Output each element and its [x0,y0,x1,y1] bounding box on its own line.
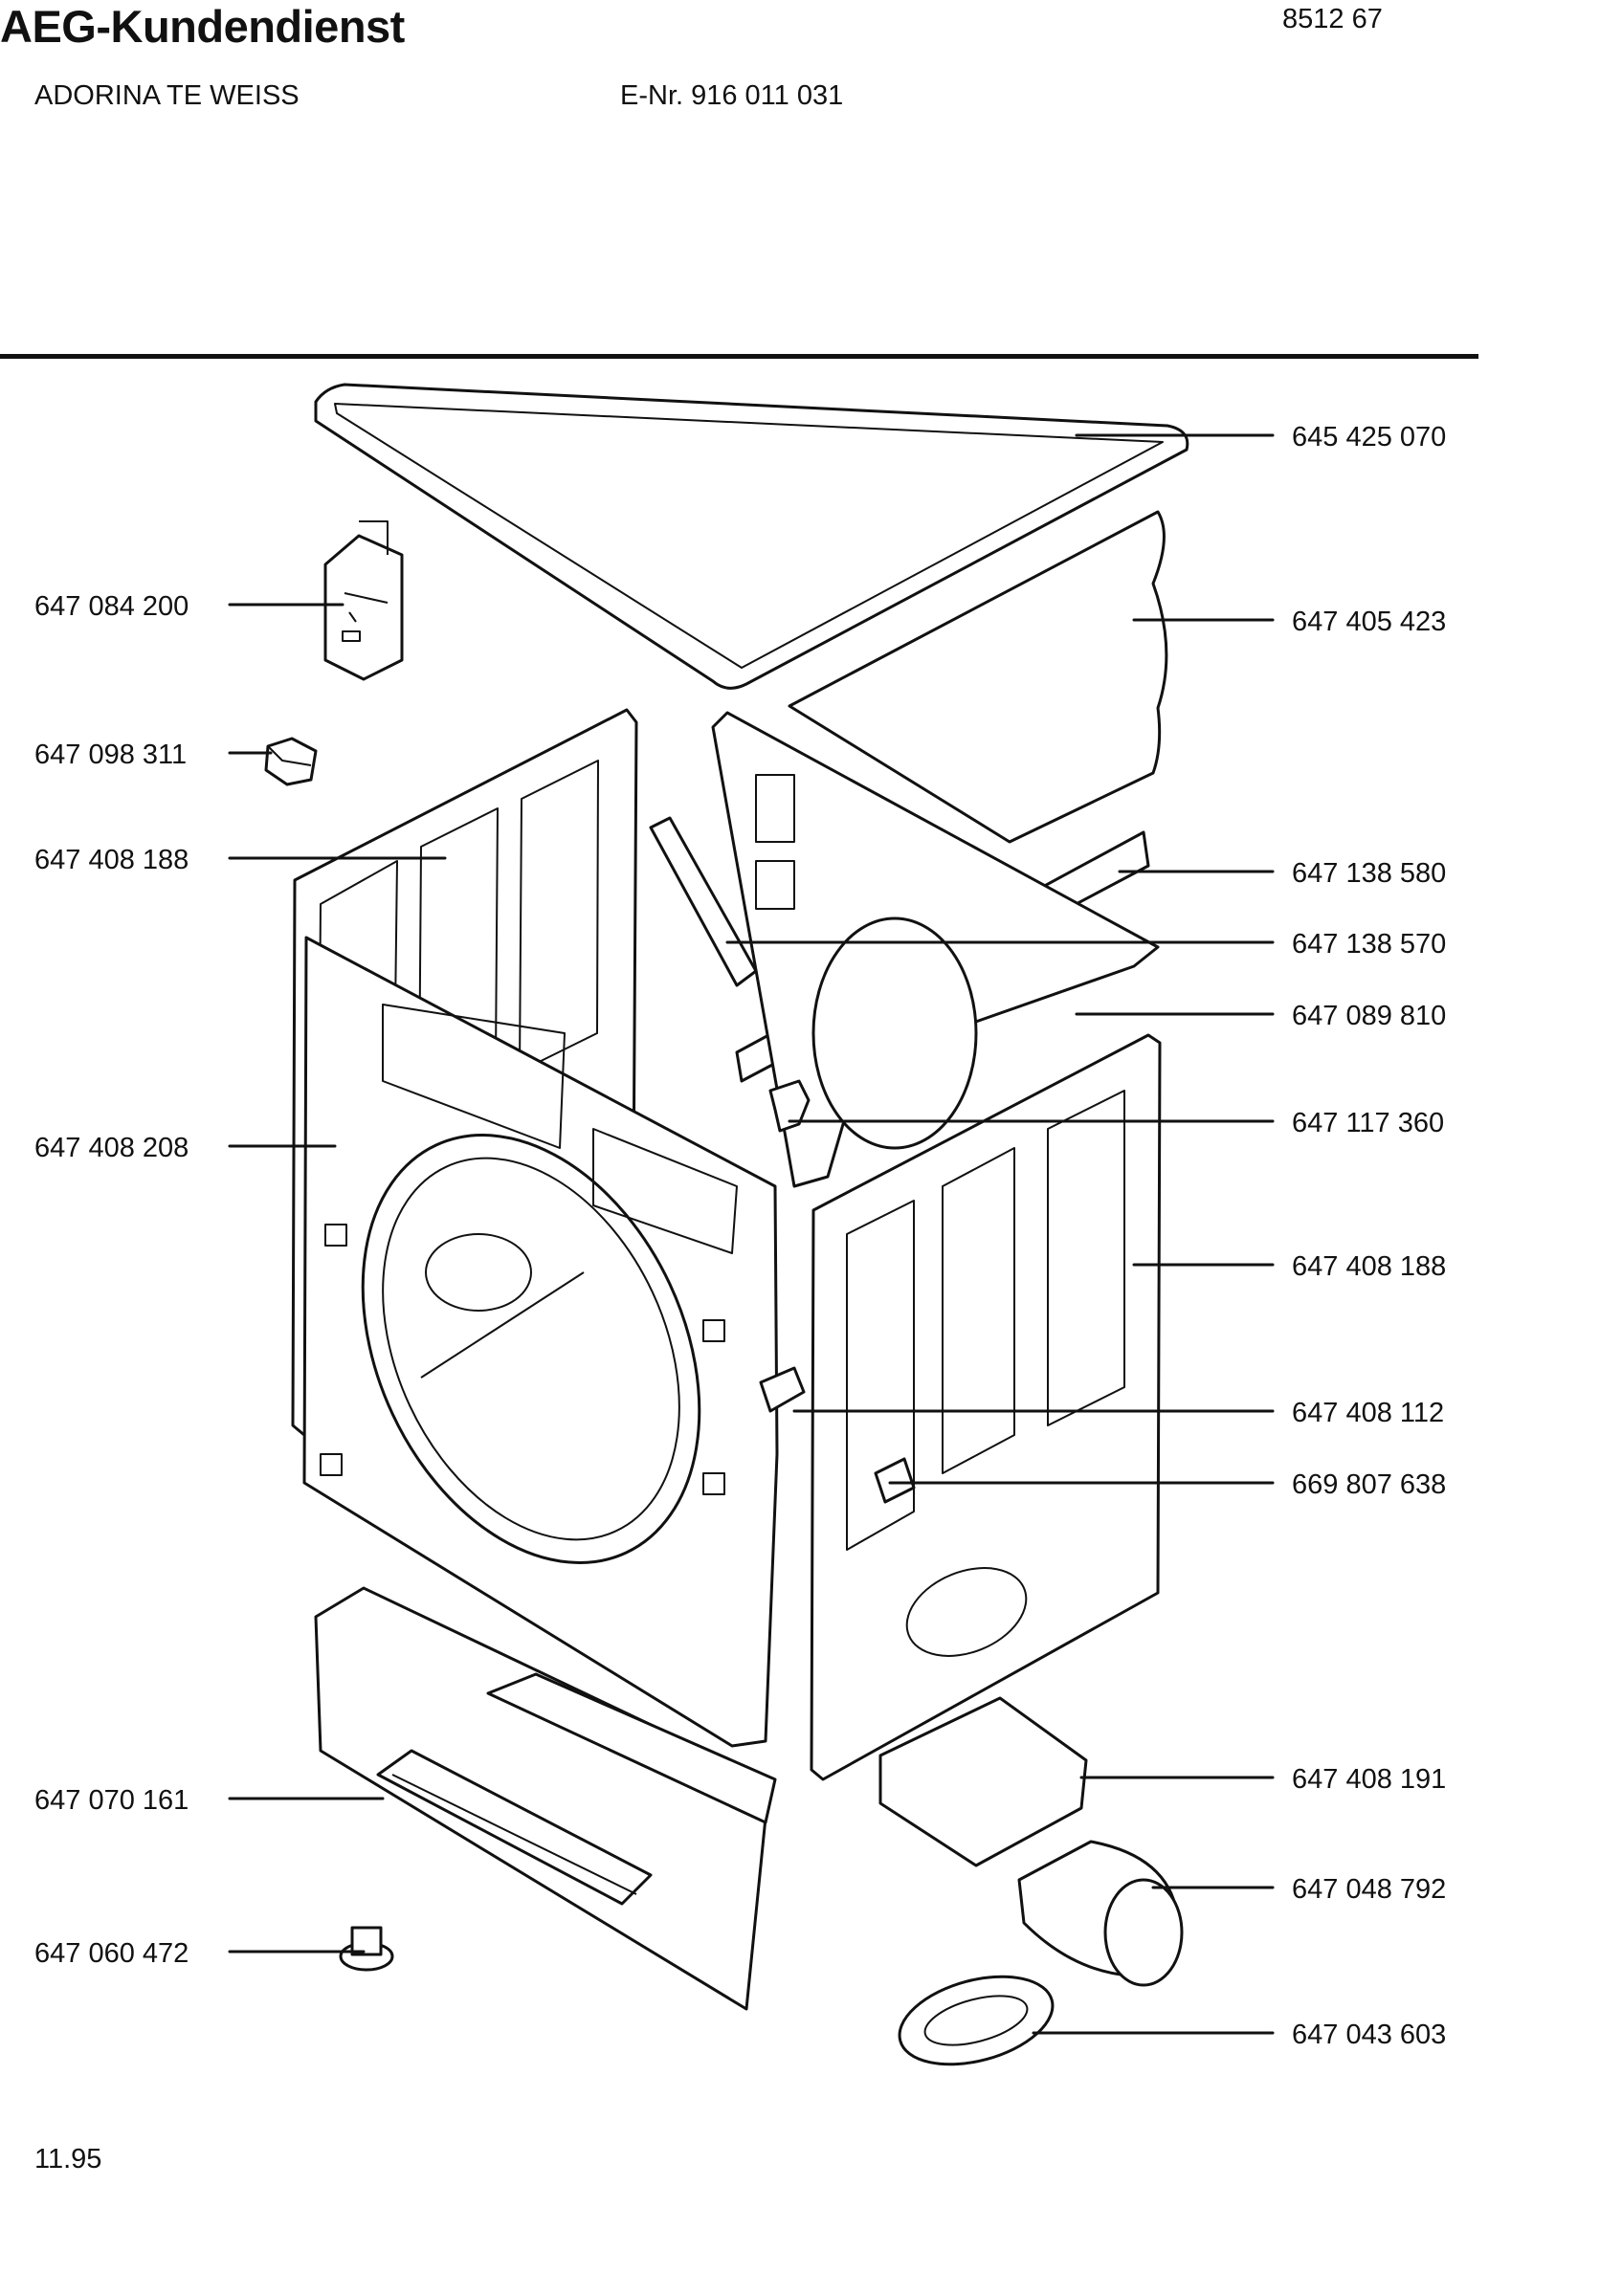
lock-clip-drawing [874,1457,916,1504]
label-drum-cover: 647 089 810 [1292,1001,1446,1031]
bracket-drawing [759,1366,806,1413]
duct-box-drawing [878,1696,1088,1867]
label-top-rail-front: 647 138 570 [1292,929,1446,960]
label-door-switch: 647 084 200 [34,591,189,622]
insulation-sheet-drawing [788,510,1168,844]
document-code: 8512 67 [1282,4,1383,34]
label-duct-box: 647 408 191 [1292,1764,1446,1795]
label-top-insulation: 647 405 423 [1292,607,1446,637]
label-gasket-ring: 647 043 603 [1292,2020,1446,2050]
hose-adapter-drawing [1017,1840,1184,1987]
label-left-side-panel: 647 408 188 [34,845,189,875]
label-right-side-panel: 647 408 188 [1292,1251,1446,1282]
small-knob-drawing [264,737,318,786]
label-hinge-bracket: 647 117 360 [1292,1108,1444,1138]
front-panel-drawing [302,936,779,1748]
label-base-tray: 647 070 161 [34,1785,189,1816]
right-side-panel-drawing [810,1033,1162,1781]
top-cover-drawing [314,383,1189,690]
e-number: E-Nr. 916 011 031 [620,80,844,111]
rear-frame-drawing [711,711,1160,1188]
header-divider [0,354,1478,359]
model-name: ADORINA TE WEISS [34,80,300,111]
door-switch-drawing [323,520,404,681]
label-front-panel: 647 408 208 [34,1133,189,1163]
gasket-ring-drawing [898,1975,1055,2066]
footer-date: 11.95 [34,2144,102,2175]
brand-title: AEG-Kundendienst [0,1,405,52]
label-top-rail-rear: 647 138 580 [1292,858,1446,889]
label-hose-adapter: 647 048 792 [1292,1874,1446,1905]
label-small-knob: 647 098 311 [34,740,187,770]
label-foot: 647 060 472 [34,1938,189,1969]
part-labels: 645 425 070 647 405 423 647 084 200 647 … [34,422,1446,2050]
hinge-bracket-drawing [768,1079,811,1133]
label-top-cover: 645 425 070 [1292,422,1446,453]
foot-drawing [339,1926,394,1972]
label-bracket: 647 408 112 [1292,1398,1444,1428]
leader-lines [228,433,1275,2035]
base-tray-drawing [314,1586,777,2011]
label-lock-clip: 669 807 638 [1292,1469,1446,1500]
